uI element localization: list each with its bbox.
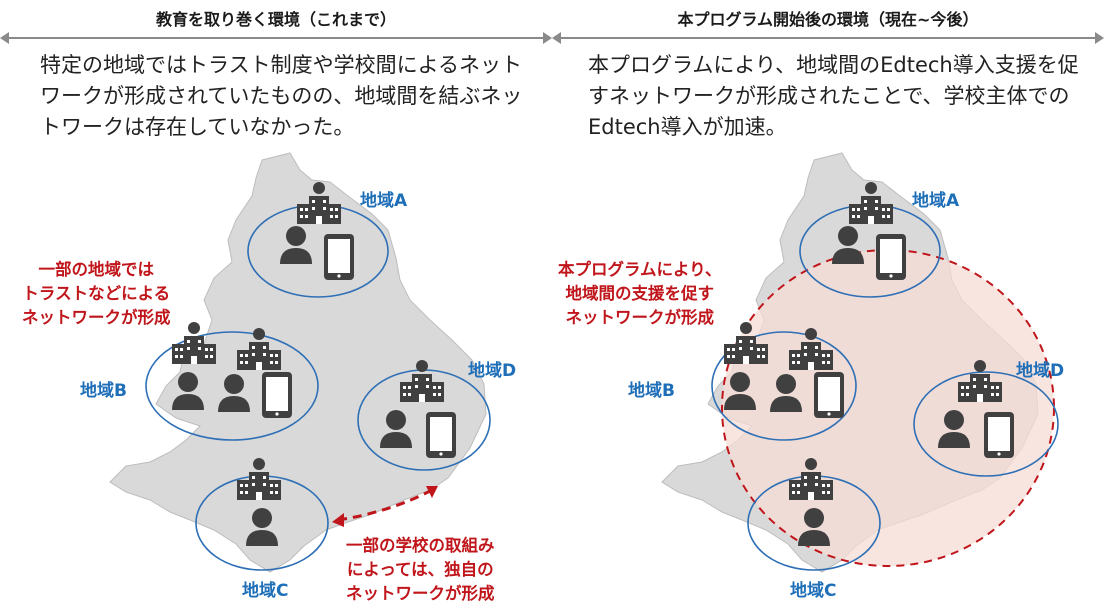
trust-network-note: 一部の地域では トラストなどによる ネットワークが形成 [22, 260, 171, 327]
region-d-label: 地域D [1016, 361, 1065, 381]
heading-arrow [552, 32, 1104, 44]
region-b-ellipse [711, 331, 857, 441]
panel-description: 特定の地域ではトラスト制度や学校間によるネットワークが形成されていたものの、地域… [40, 53, 523, 139]
tablet-icon [262, 372, 292, 418]
panel-before: 教育を取り巻く環境（これまで） 特定の地域ではトラスト制度や学校間によるネットワ… [0, 10, 552, 603]
program-network-note: 本プログラムにより、 地域間の支援を促す ネットワークが形成 [558, 260, 722, 327]
tablet-icon [324, 234, 354, 280]
tablet-icon [426, 412, 456, 458]
panel-description: 本プログラムにより、地域間のEdtech導入支援を促すネットワークが形成されたこ… [588, 53, 1079, 139]
arrowhead [332, 513, 344, 527]
tablet-icon [876, 234, 906, 280]
school-network-note: 一部の学校の取組み によっては、独自の ネットワークが形成 [346, 536, 495, 603]
region-a-label: 地域A [912, 191, 960, 211]
arrowhead [426, 486, 438, 498]
region-d-ellipse [913, 371, 1059, 477]
tablet-icon [814, 372, 844, 418]
region-c-label: 地域C [242, 581, 289, 601]
panel-after: 本プログラム開始後の環境（現在~今後） 本プログラムにより、地域間のEdtech… [552, 0, 1104, 615]
heading-arrow [0, 32, 552, 44]
england-map-before [109, 152, 491, 573]
england-outline [109, 152, 487, 573]
panel-heading: 教育を取り巻く環境（これまで） [155, 10, 396, 29]
region-d-label: 地域D [468, 361, 517, 381]
panel-heading: 本プログラム開始後の環境（現在~今後） [677, 10, 979, 29]
england-map-after [661, 152, 1059, 573]
region-b-label: 地域B [80, 381, 127, 401]
region-c-label: 地域C [790, 581, 837, 601]
region-b-label: 地域B [628, 381, 675, 401]
region-a-label: 地域A [360, 191, 408, 211]
region-b-ellipse [145, 331, 319, 441]
tablet-icon [984, 412, 1014, 458]
dashed-link-arrow [337, 488, 433, 522]
